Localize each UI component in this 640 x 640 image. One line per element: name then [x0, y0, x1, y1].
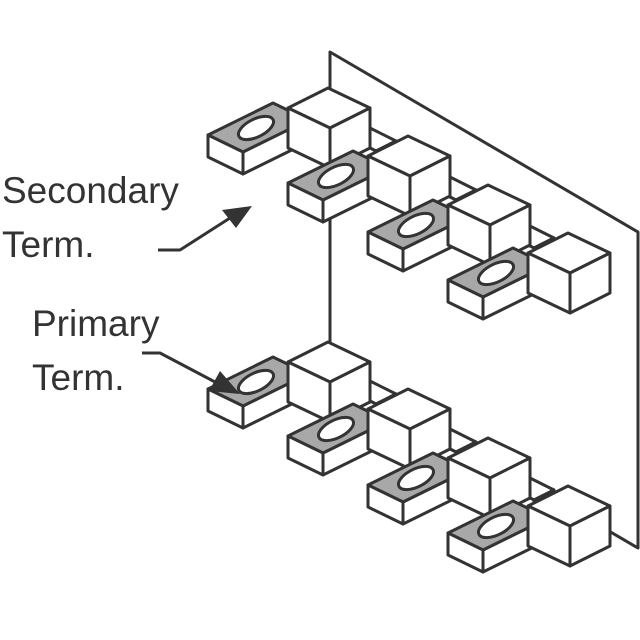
secondary-label-line2: Term. [2, 224, 95, 265]
primary-leader-arrow [142, 351, 240, 394]
secondary-label-line1: Secondary [2, 170, 179, 211]
secondary-leader-arrow [158, 206, 252, 252]
primary-label-line2: Term. [32, 357, 125, 398]
primary-label-line1: Primary [32, 303, 160, 344]
